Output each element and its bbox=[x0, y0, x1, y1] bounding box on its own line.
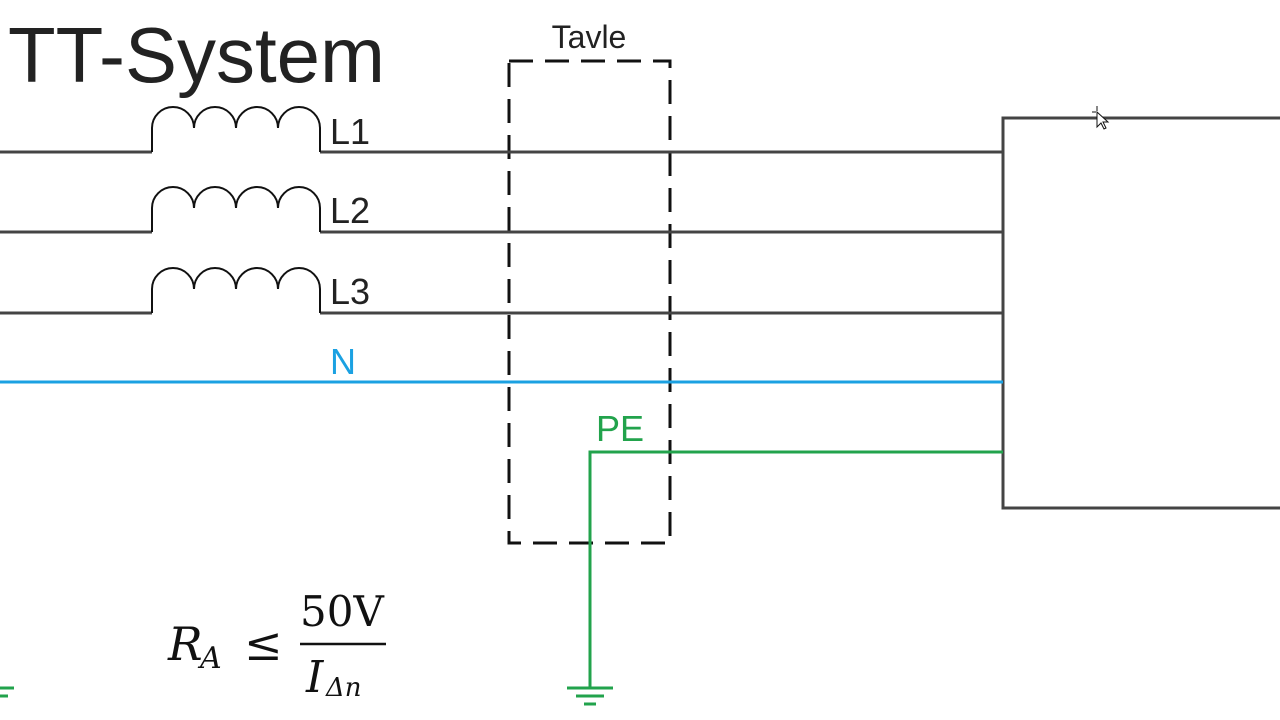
conductor-l2: L2 bbox=[0, 186, 1003, 234]
formula-lhs: R bbox=[167, 617, 203, 671]
diagram-title: TT-System bbox=[8, 11, 385, 99]
formula: R A ≤ 50V I Δn bbox=[167, 587, 386, 703]
transformer-coil-l3 bbox=[151, 267, 321, 313]
label-n: N bbox=[330, 341, 356, 382]
label-pe: PE bbox=[596, 408, 644, 449]
formula-denominator: I bbox=[305, 652, 325, 703]
load-box bbox=[1001, 116, 1280, 510]
ground-symbol-installation bbox=[567, 686, 613, 706]
formula-numerator: 50V bbox=[300, 587, 384, 636]
transformer-coil-l1 bbox=[151, 106, 321, 152]
ground-symbol-source bbox=[0, 686, 14, 698]
conductor-pe: PE bbox=[567, 408, 1003, 706]
label-l3: L3 bbox=[330, 271, 370, 312]
enclosure-label: Tavle bbox=[552, 19, 627, 55]
formula-relation: ≤ bbox=[244, 617, 283, 671]
conductor-l3: L3 bbox=[0, 267, 1003, 315]
formula-lhs-sub: A bbox=[197, 641, 222, 676]
formula-denominator-sub: Δn bbox=[325, 673, 362, 703]
conductor-l1: L1 bbox=[0, 106, 1003, 154]
label-l1: L1 bbox=[330, 111, 370, 152]
mouse-cursor-icon bbox=[1092, 106, 1110, 130]
transformer-coil-l2 bbox=[151, 186, 321, 232]
conductor-n: N bbox=[0, 341, 1003, 384]
label-l2: L2 bbox=[330, 190, 370, 231]
